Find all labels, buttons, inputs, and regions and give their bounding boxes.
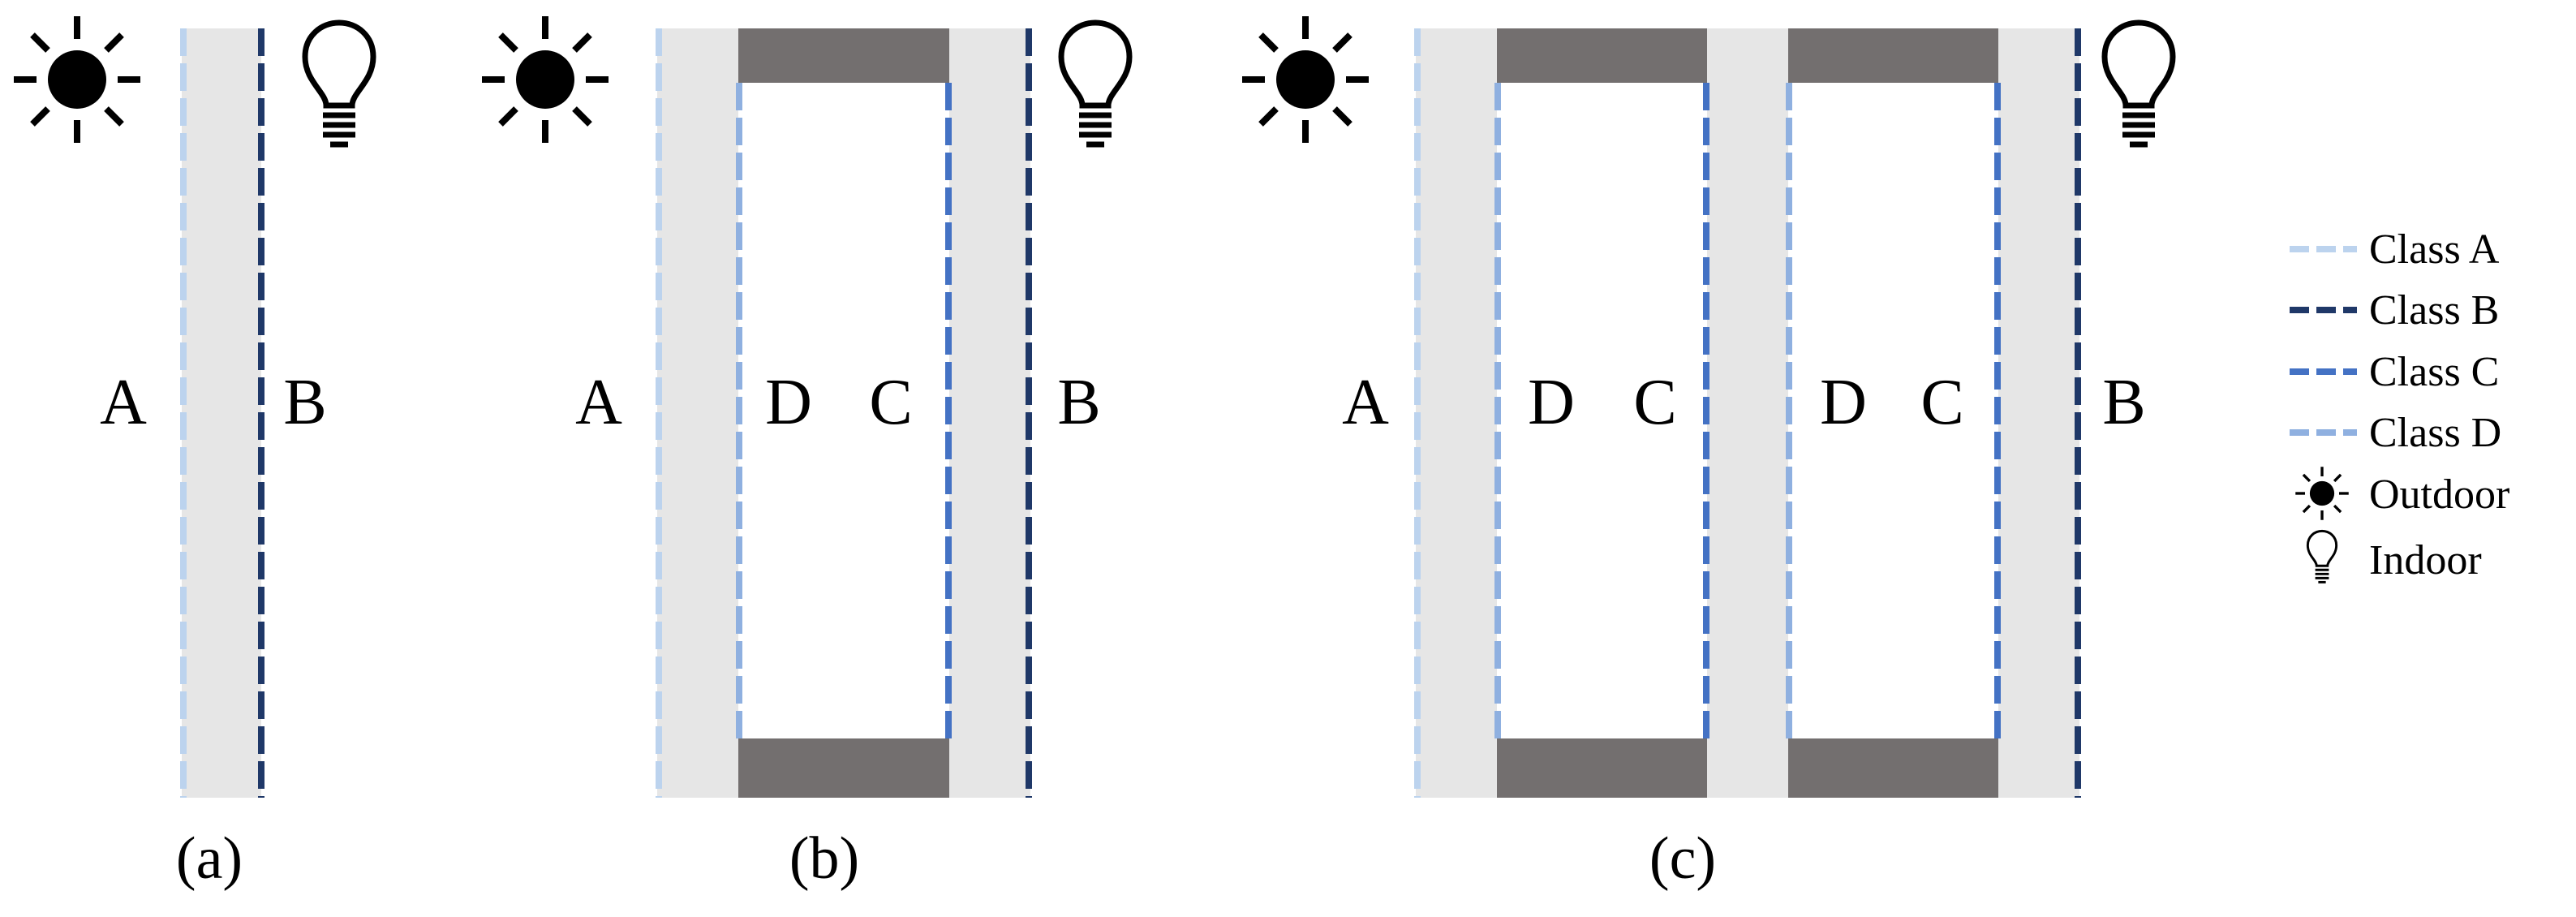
glass-pane <box>1416 28 1497 798</box>
glass-pane <box>1998 28 2079 798</box>
panel-caption: (a) <box>176 825 243 892</box>
bulb-icon <box>1061 23 1129 144</box>
sun-icon <box>14 16 140 143</box>
legend-label: Indoor <box>2369 537 2482 583</box>
surface-label: D <box>1528 367 1575 438</box>
glass-pane <box>182 28 261 798</box>
surface-label: C <box>1633 367 1676 438</box>
spacer-bar <box>1497 738 1707 798</box>
surface-label: D <box>765 367 812 438</box>
surface-label: A <box>100 367 147 438</box>
spacer-bar <box>738 738 949 798</box>
legend: Class A Class B Class C Class D Outdoor … <box>2290 226 2509 583</box>
glass-pane <box>949 28 1030 798</box>
surface-label: B <box>1057 367 1100 438</box>
surface-label: C <box>1920 367 1963 438</box>
surface-label: A <box>575 367 622 438</box>
legend-label: Class B <box>2369 287 2499 334</box>
spacer-bar <box>1788 28 1998 83</box>
panel-caption: (b) <box>789 825 859 892</box>
surface-label: B <box>2102 367 2145 438</box>
surface-label: C <box>869 367 912 438</box>
panel-c: A D C D C B (c) <box>1242 16 2173 892</box>
sun-icon <box>482 16 609 143</box>
sun-icon <box>1242 16 1369 143</box>
spacer-bar <box>1497 28 1707 83</box>
sun-icon <box>2294 465 2350 522</box>
panel-b: A D C B (b) <box>482 16 1129 892</box>
legend-label: Class C <box>2369 349 2499 395</box>
legend-label: Class A <box>2369 226 2500 273</box>
bulb-icon <box>2306 529 2338 583</box>
surface-label: D <box>1820 367 1867 438</box>
spacer-bar <box>1788 738 1998 798</box>
glass-pane <box>657 28 738 798</box>
surface-label: B <box>283 367 326 438</box>
bulb-icon <box>2105 23 2173 144</box>
spacer-bar <box>738 28 949 83</box>
bulb-icon <box>305 23 373 144</box>
surface-label: A <box>1342 367 1389 438</box>
glass-pane <box>1707 28 1788 798</box>
legend-label: Outdoor <box>2369 471 2509 518</box>
panel-a: A B (a) <box>14 16 373 892</box>
panel-caption: (c) <box>1649 825 1716 892</box>
legend-label: Class D <box>2369 410 2501 456</box>
